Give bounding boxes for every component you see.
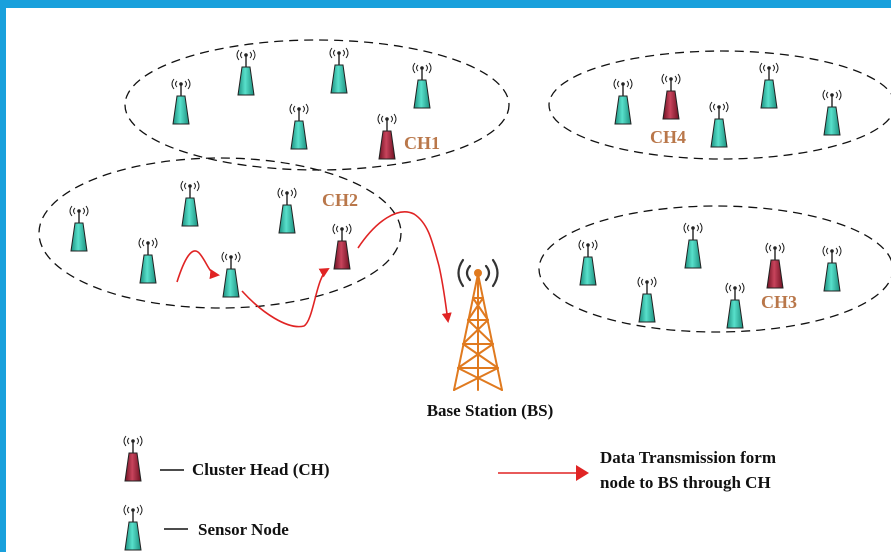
cluster-4-boundary	[548, 50, 891, 160]
transmission-arrow	[357, 211, 452, 323]
legend-sensor-node-label: Sensor Node	[198, 520, 289, 539]
sensor-node-icon	[236, 49, 256, 96]
sensor-node-icon	[725, 282, 745, 329]
ch1-label: CH1	[404, 133, 440, 153]
sensor-node-icon	[759, 62, 779, 109]
sensor-node-icon	[822, 89, 842, 136]
sensor-node-icon	[138, 237, 158, 284]
cluster-head-icon	[661, 73, 681, 120]
cluster-2-boundary	[38, 157, 402, 309]
cluster-head-icon	[765, 242, 785, 289]
cluster-head-icon	[332, 223, 352, 270]
cluster-3-boundary	[538, 205, 891, 333]
legend: Cluster Head (CH) Sensor Node Data Trans…	[123, 435, 776, 551]
network-diagram: CH1 CH2 CH3 CH4 Base Station (BS) Cl	[38, 39, 891, 551]
ch3-label: CH3	[761, 292, 797, 312]
sensor-node-icon	[822, 245, 842, 292]
ch4-label: CH4	[650, 127, 686, 147]
sensor-node-icon	[69, 205, 89, 252]
sensor-node-icon	[289, 103, 309, 150]
base-station-label: Base Station (BS)	[427, 401, 554, 420]
sensor-nodes	[69, 47, 842, 329]
sensor-node-icon	[683, 222, 703, 269]
sensor-node-icon	[613, 78, 633, 125]
sensor-node-icon	[637, 276, 657, 323]
transmission-arrow	[241, 267, 330, 328]
data-transmission-path	[176, 211, 452, 328]
legend-transmission-line2: node to BS through CH	[600, 473, 771, 492]
cluster-heads	[332, 73, 785, 289]
sensor-node-icon	[578, 239, 598, 286]
sensor-node-icon	[171, 78, 191, 125]
legend-transmission-line1: Data Transmission form	[600, 448, 776, 467]
transmission-arrow	[176, 250, 220, 283]
sensor-node-icon	[221, 251, 241, 298]
cluster-head-icon	[377, 113, 397, 160]
ch2-label: CH2	[322, 190, 358, 210]
sensor-node-icon	[123, 504, 143, 551]
sensor-node-icon	[709, 101, 729, 148]
base-station-tower-icon	[453, 258, 503, 391]
legend-cluster-head-label: Cluster Head (CH)	[192, 460, 330, 479]
sensor-node-icon	[412, 62, 432, 109]
cluster-head-icon	[123, 435, 143, 482]
cluster-boundaries	[38, 39, 891, 333]
sensor-node-icon	[180, 180, 200, 227]
sensor-node-icon	[277, 187, 297, 234]
sensor-node-icon	[329, 47, 349, 94]
